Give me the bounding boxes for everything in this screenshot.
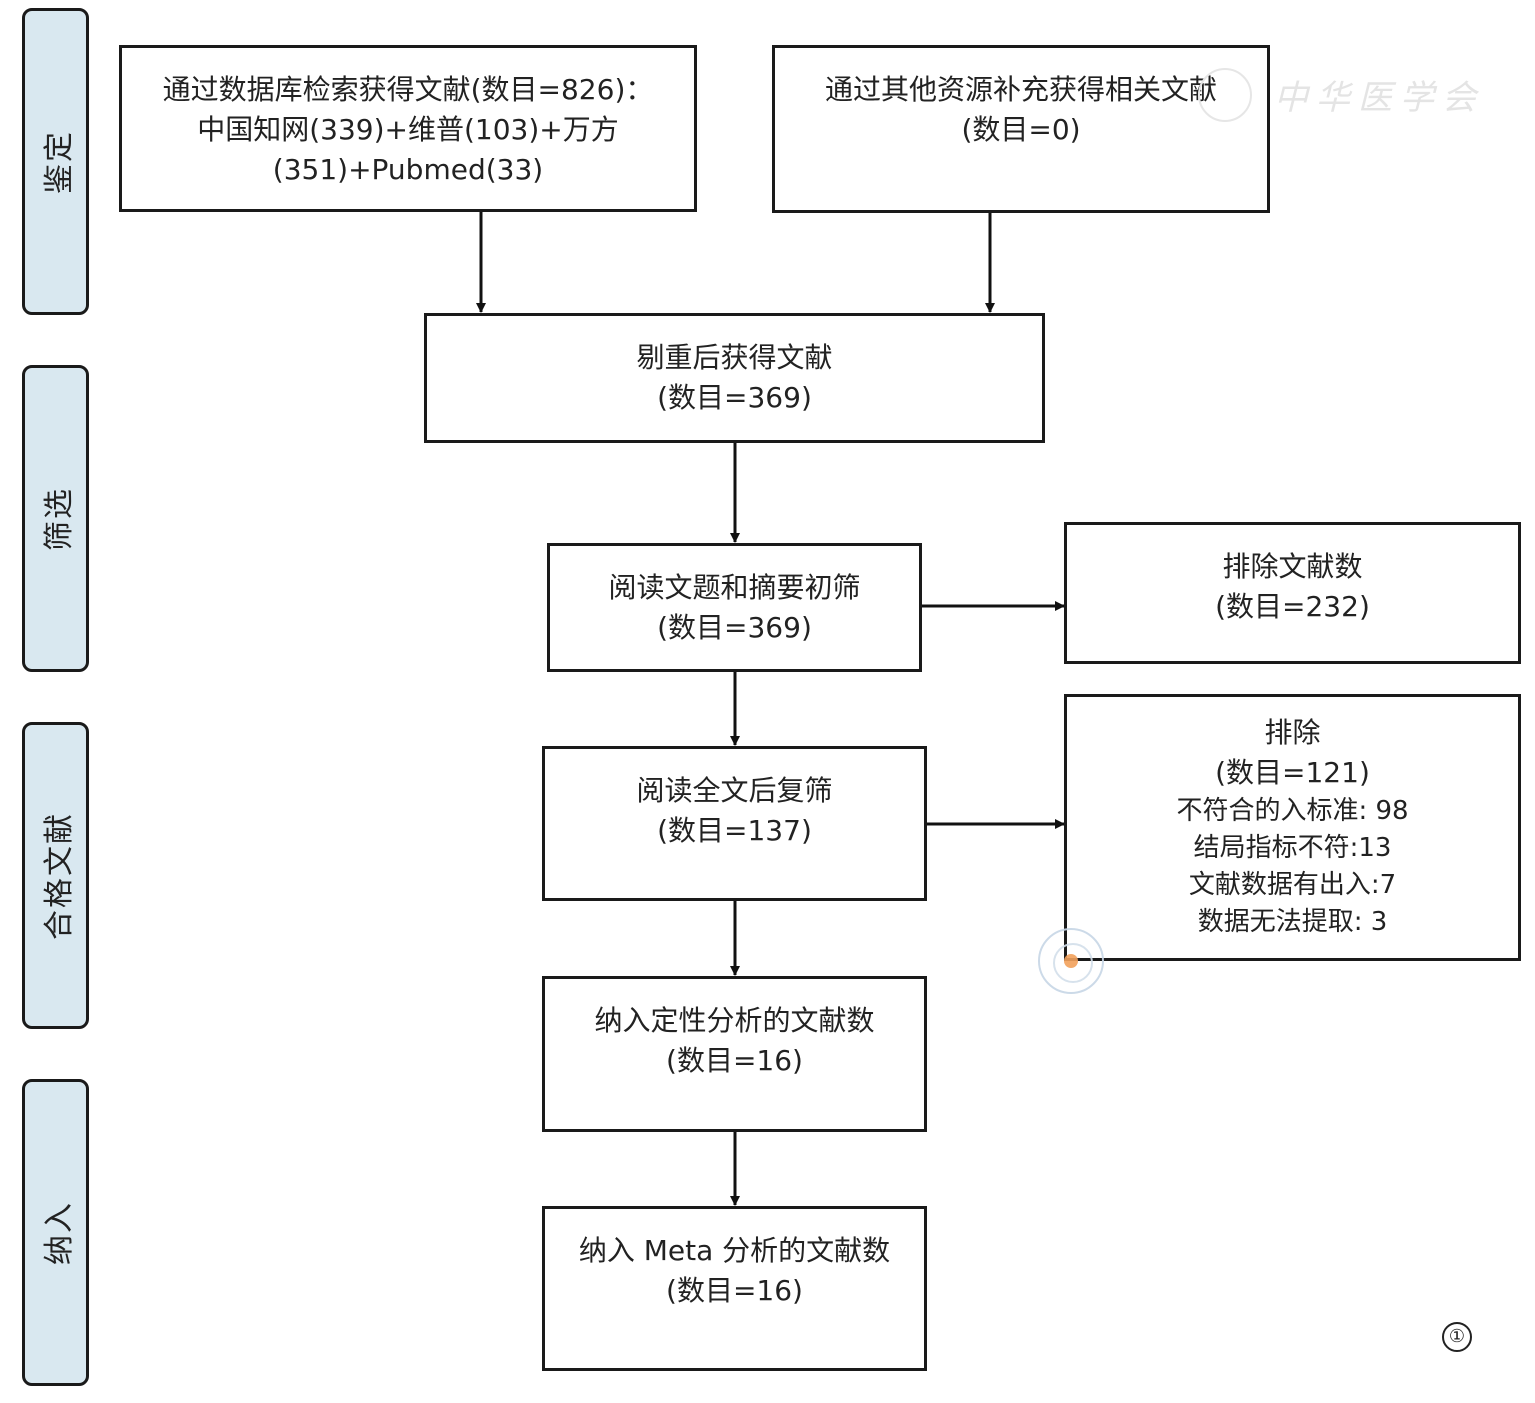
excluded-fulltext-title: 排除: [1264, 716, 1321, 749]
excluded-screen-box: 排除文献数 (数目=232): [1064, 522, 1521, 664]
excluded-fulltext-count: (数目=121): [1215, 756, 1370, 789]
qualitative-analysis-box: 纳入定性分析的文献数 (数目=16): [542, 976, 927, 1132]
exclusion-reason: 数据无法提取: 3: [1197, 907, 1388, 937]
other-sources-line-2: (数目=0): [961, 113, 1081, 146]
after-dedup-line-2: (数目=369): [657, 381, 812, 414]
meta-analysis-line-2: (数目=16): [666, 1274, 803, 1307]
excluded-fulltext-box: 排除 (数目=121) 不符合的入标准: 98 结局指标不符:13 文献数据有出…: [1064, 694, 1521, 961]
fulltext-screen-line-2: (数目=137): [657, 814, 812, 847]
database-search-line-3: (351)+Pubmed(33): [272, 153, 544, 186]
after-dedup-box: 剔重后获得文献 (数目=369): [424, 313, 1045, 443]
watermark-text: 中华医学会: [1274, 78, 1484, 118]
qualitative-line-1: 纳入定性分析的文献数: [594, 1004, 875, 1037]
exclusion-reason: 结局指标不符:13: [1193, 833, 1392, 863]
seal-emblem-icon: [1064, 954, 1078, 968]
stage-identification: 鉴定: [22, 8, 89, 315]
stage-screening: 筛选: [22, 365, 89, 672]
figure-number: ①: [1442, 1322, 1472, 1352]
fulltext-screen-box: 阅读全文后复筛 (数目=137): [542, 746, 927, 901]
stage-included: 纳入: [22, 1079, 89, 1386]
other-sources-line-1: 通过其他资源补充获得相关文献: [824, 73, 1217, 106]
database-search-box: 通过数据库检索获得文献(数目=826)： 中国知网(339)+维普(103)+万…: [119, 45, 697, 212]
excluded-screen-line-2: (数目=232): [1215, 590, 1370, 623]
fulltext-screen-line-1: 阅读全文后复筛: [636, 774, 833, 807]
stage-eligibility: 合格文献: [22, 722, 89, 1029]
watermark-seal-icon: [1198, 68, 1252, 122]
qualitative-line-2: (数目=16): [666, 1044, 803, 1077]
database-search-line-1: 通过数据库检索获得文献(数目=826)：: [162, 73, 654, 106]
other-sources-box: 通过其他资源补充获得相关文献 (数目=0): [772, 45, 1270, 213]
title-abstract-screen-line-2: (数目=369): [657, 611, 812, 644]
database-search-line-2: 中国知网(339)+维普(103)+万方: [197, 113, 619, 146]
seal-ring-icon: [1053, 943, 1093, 983]
meta-analysis-box: 纳入 Meta 分析的文献数 (数目=16): [542, 1206, 927, 1371]
excluded-screen-line-1: 排除文献数: [1222, 550, 1363, 583]
after-dedup-line-1: 剔重后获得文献: [636, 341, 833, 374]
meta-analysis-line-1: 纳入 Meta 分析的文献数: [578, 1234, 891, 1267]
title-abstract-screen-line-1: 阅读文题和摘要初筛: [608, 571, 861, 604]
exclusion-reason: 文献数据有出入:7: [1188, 870, 1397, 900]
association-seal-icon: [1038, 928, 1104, 994]
title-abstract-screen-box: 阅读文题和摘要初筛 (数目=369): [547, 543, 922, 672]
exclusion-reason: 不符合的入标准: 98: [1176, 796, 1409, 826]
